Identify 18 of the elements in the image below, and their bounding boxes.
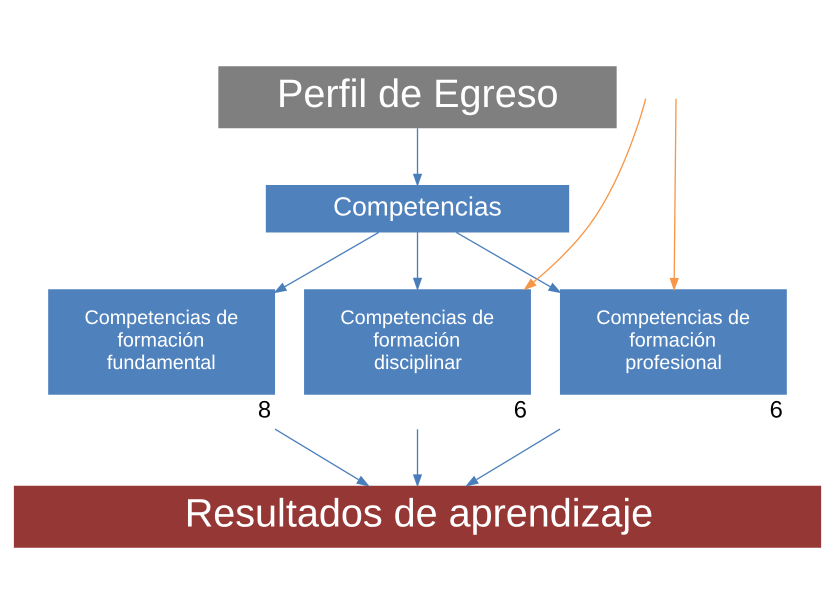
- node-label: 8: [258, 398, 272, 424]
- arrow: [412, 128, 422, 187]
- arrow: [523, 98, 646, 290]
- arrow: [274, 428, 370, 486]
- arrow: [273, 232, 379, 294]
- node-label: 6: [770, 398, 783, 424]
- node-box: Resultados de aprendizaje: [14, 486, 822, 548]
- arrow: [412, 429, 422, 488]
- node-box: Competencias de formación fundamental: [48, 289, 276, 395]
- node-box: Competencias de formación disciplinar: [304, 289, 531, 395]
- arrow: [456, 232, 562, 294]
- node-box: Competencias de formación profesional: [560, 289, 787, 395]
- node-box: Competencias: [266, 185, 570, 232]
- node-label: 6: [514, 398, 527, 424]
- arrow: [412, 232, 422, 291]
- node-box: Perfil de Egreso: [218, 66, 617, 128]
- arrow: [670, 98, 679, 292]
- arrow: [465, 428, 560, 486]
